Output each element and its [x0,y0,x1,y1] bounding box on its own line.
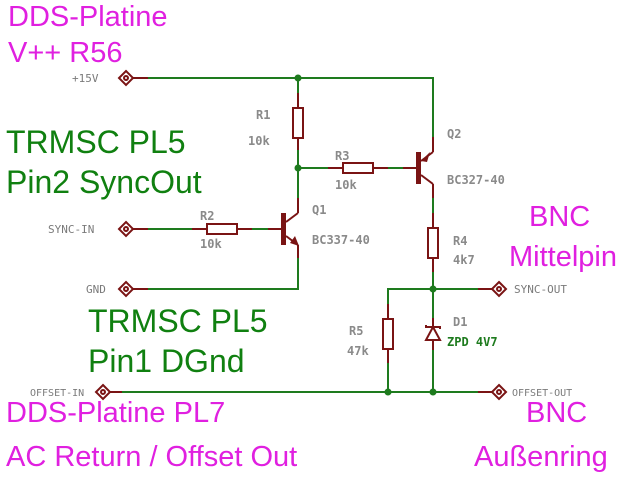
annotation-trmsc-sync-2: Pin2 SyncOut [6,164,202,200]
pin-label-gnd: GND [86,283,106,296]
resistor-icon [427,227,439,259]
pin-label-offset-out: OFFSET-OUT [512,388,572,399]
junction-d1-rail [429,388,437,396]
r3-value: 10k [335,178,357,192]
resistor-r5[interactable]: R5 47k [347,304,394,363]
pin-vcc[interactable]: +15V [72,69,135,87]
pin-sync-in[interactable]: SYNC-IN [48,220,135,238]
pin-label-vcc: +15V [72,72,99,85]
annotation-dds-top-1: DDS-Platine [8,1,168,33]
connector-pin-icon [490,280,508,298]
transistor-q1[interactable]: Q1 BC337-40 [268,198,370,258]
r5-name: R5 [349,324,363,338]
r1-value: 10k [248,134,270,148]
resistor-icon [206,223,238,235]
r2-value: 10k [200,237,222,251]
zener-diode-d1[interactable]: D1 ZPD 4V7 [424,315,498,350]
wire-vcc-rail [148,77,434,137]
annotation-bnc-center-2: Mittelpin [509,241,617,273]
pin-gnd[interactable]: GND [86,280,135,298]
r4-name: R4 [453,234,467,248]
resistor-r4[interactable]: R4 4k7 [427,213,475,272]
transistor-q2[interactable]: Q2 BC327-40 [403,127,505,198]
resistor-icon [292,107,304,139]
connector-pin-icon [117,220,135,238]
d1-value: ZPD 4V7 [447,335,498,349]
junction-syncout [429,285,437,293]
annotation-trmsc-sync-1: TRMSC PL5 [6,124,186,160]
wire-q1e-gnd [148,258,299,290]
annotation-dds-bottom-1: DDS-Platine PL7 [6,397,225,429]
resistor-icon [382,318,394,350]
resistor-icon [342,162,374,174]
resistor-r2[interactable]: R2 10k [192,209,252,251]
junction-r5-rail [384,388,392,396]
junction-q1c [294,164,302,172]
annotation-trmsc-gnd-1: TRMSC PL5 [88,303,268,339]
r4-value: 4k7 [453,253,475,267]
wires [120,77,478,393]
q1-value: BC337-40 [312,233,370,247]
resistor-r3[interactable]: R3 10k [328,149,388,192]
pin-label-sync-out: SYNC-OUT [514,283,567,296]
junction-vcc [294,74,302,82]
pin-sync-out[interactable]: SYNC-OUT [490,280,567,298]
annotation-bnc-center-1: BNC [529,201,590,233]
pin-label-sync-in: SYNC-IN [48,223,94,236]
pin-offset-out[interactable]: OFFSET-OUT [490,383,572,401]
wire-node-r5 [387,288,433,304]
q2-name: Q2 [447,127,461,141]
resistor-r1[interactable]: R1 10k [248,93,304,150]
connector-pin-icon [117,280,135,298]
q2-value: BC327-40 [447,173,505,187]
pin-offset-in[interactable]: OFFSET-IN [30,383,112,401]
pnp-transistor-icon [416,152,421,184]
r1-name: R1 [256,108,270,122]
q1-name: Q1 [312,203,326,217]
annotation-dds-top-2: V++ R56 [8,37,122,69]
annotation-dds-bottom-2: AC Return / Offset Out [6,441,297,473]
r2-name: R2 [200,209,214,223]
annotation-bnc-outer-2: Außenring [474,441,608,473]
connector-pin-icon [490,383,508,401]
npn-transistor-icon [281,213,286,245]
r5-value: 47k [347,344,369,358]
connector-pin-icon [117,69,135,87]
annotation-trmsc-gnd-2: Pin1 DGnd [88,343,245,379]
pin-label-offset-in: OFFSET-IN [30,388,84,399]
d1-name: D1 [453,315,467,329]
r3-name: R3 [335,149,349,163]
connector-pin-icon [94,383,112,401]
annotation-bnc-outer-1: BNC [526,397,587,429]
pin-stubs [110,77,492,393]
